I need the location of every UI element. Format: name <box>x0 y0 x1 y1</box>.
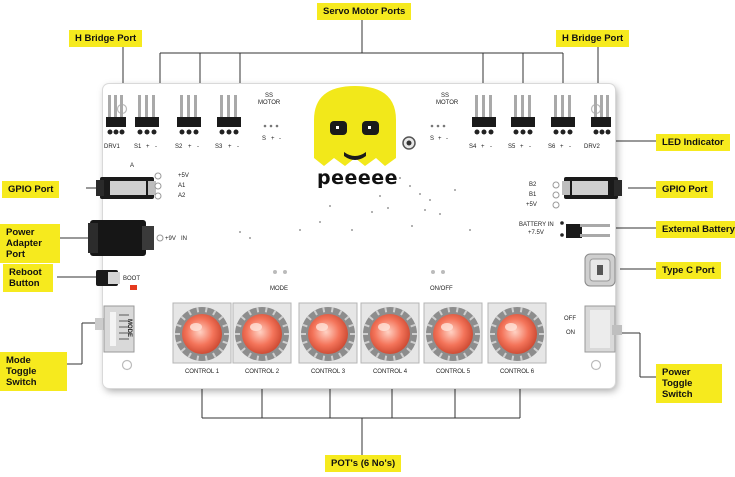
mount-hole-bottom-left <box>121 359 133 371</box>
pot-label-5: CONTROL 5 <box>435 369 471 375</box>
header-s5 <box>511 95 535 135</box>
header-drv2 <box>591 95 611 135</box>
label-drv2: DRV2 <box>584 144 600 150</box>
label-s6-plus: + <box>560 144 564 150</box>
pot-label-1: CONTROL 1 <box>184 369 220 375</box>
label-s5: S5 <box>508 144 516 150</box>
potentiometer-6[interactable] <box>487 302 547 364</box>
label-s4: S4 <box>469 144 477 150</box>
boot-button <box>96 270 137 290</box>
label-s1-plus: + <box>146 144 150 150</box>
callout-pots: POT's (6 No's) <box>325 455 402 472</box>
power-switch <box>584 305 622 353</box>
label-drv1: DRV1 <box>104 144 120 150</box>
gpio-port-right <box>552 177 622 209</box>
label-s2-minus: - <box>197 144 199 150</box>
callout-power-adapter: Power Adapter Port <box>0 224 60 263</box>
label-s6-minus: - <box>569 144 571 150</box>
pot-label-2: CONTROL 2 <box>244 369 280 375</box>
label-ss-right: SS <box>441 93 450 99</box>
potentiometer-4[interactable] <box>360 302 420 364</box>
callout-gpio-left: GPIO Port <box>2 181 60 198</box>
type-c-port <box>584 253 616 287</box>
header-s6 <box>551 95 575 135</box>
header-s2 <box>177 95 201 135</box>
label-gpio-a1: A1 <box>178 183 186 189</box>
label-ss-left: SS <box>265 93 274 99</box>
callout-type-c: Type C Port <box>656 262 721 279</box>
label-motor-right: MOTOR <box>436 100 459 106</box>
label-gpio-a: A <box>130 163 135 169</box>
label-motor-left: MOTOR <box>258 100 281 106</box>
callout-power-toggle: Power Toggle Switch <box>656 364 722 403</box>
label-s2: S2 <box>175 144 183 150</box>
battery-connector <box>560 221 610 238</box>
header-s1 <box>135 95 159 135</box>
label-s3-minus: - <box>237 144 239 150</box>
label-s-right: S <box>430 136 435 142</box>
label-s-left-minus: - <box>279 136 281 142</box>
callout-reboot: Reboot Button <box>3 264 53 292</box>
label-s1-minus: - <box>155 144 157 150</box>
gpio-port-left <box>96 172 162 200</box>
label-s-left-plus: + <box>271 136 275 142</box>
callout-led: LED Indicator <box>656 134 730 151</box>
callout-mode-toggle: Mode Toggle Switch <box>0 352 67 391</box>
label-on-off: ON/OFF <box>430 286 453 292</box>
barrel-jack <box>88 220 164 256</box>
label-battery-in: BATTERY IN <box>519 222 554 228</box>
label-s4-plus: + <box>481 144 485 150</box>
label-mode: MODE <box>270 286 288 292</box>
led-indicator <box>402 136 416 150</box>
label-s5-minus: - <box>529 144 531 150</box>
label-s3-plus: + <box>228 144 232 150</box>
label-s3: S3 <box>215 144 223 150</box>
pot-label-6: CONTROL 6 <box>499 369 535 375</box>
callout-gpio-right: GPIO Port <box>656 181 714 198</box>
mode-switch <box>95 305 135 353</box>
label-off: OFF <box>564 316 576 322</box>
label-boot: BOOT <box>123 276 141 282</box>
callout-hbridge-right: H Bridge Port <box>556 30 630 47</box>
potentiometer-5[interactable] <box>423 302 483 364</box>
mount-hole-bottom-right <box>590 359 602 371</box>
pot-label-3: CONTROL 3 <box>310 369 346 375</box>
mascot-logo <box>314 86 396 166</box>
label-on: ON <box>566 330 575 336</box>
callout-hbridge-left: H Bridge Port <box>69 30 143 47</box>
boot-led <box>130 285 137 290</box>
label-gpio-b1: B1 <box>529 192 537 198</box>
label-gpio-b-5v: +5V <box>526 202 537 208</box>
header-s3 <box>217 95 241 135</box>
header-drv1 <box>106 95 126 135</box>
callout-ext-battery: External Battery <box>656 221 735 238</box>
label-gpio-a2: A2 <box>178 193 186 199</box>
label-gpio-a-5v: +5V <box>178 173 189 179</box>
callout-servo-ports: Servo Motor Ports <box>317 3 412 20</box>
label-s-left: S <box>262 136 267 142</box>
label-gpio-b2: B2 <box>529 182 537 188</box>
label-s5-plus: + <box>520 144 524 150</box>
label-s-right-minus: - <box>446 136 448 142</box>
potentiometer-2[interactable] <box>232 302 292 364</box>
label-battery-v: +7.5V <box>528 230 544 236</box>
potentiometer-1[interactable] <box>172 302 232 364</box>
label-s-right-plus: + <box>438 136 442 142</box>
label-in: IN <box>181 236 187 242</box>
label-s4-minus: - <box>490 144 492 150</box>
brand-wordmark: peeeee <box>317 167 399 189</box>
label-s1: S1 <box>134 144 142 150</box>
potentiometer-3[interactable] <box>298 302 358 364</box>
label-mode-switch: MODE <box>126 319 132 337</box>
label-s6: S6 <box>548 144 556 150</box>
label-s2-plus: + <box>188 144 192 150</box>
header-s4 <box>472 95 496 135</box>
label-vin: +9V <box>165 236 176 242</box>
pot-label-4: CONTROL 4 <box>372 369 408 375</box>
